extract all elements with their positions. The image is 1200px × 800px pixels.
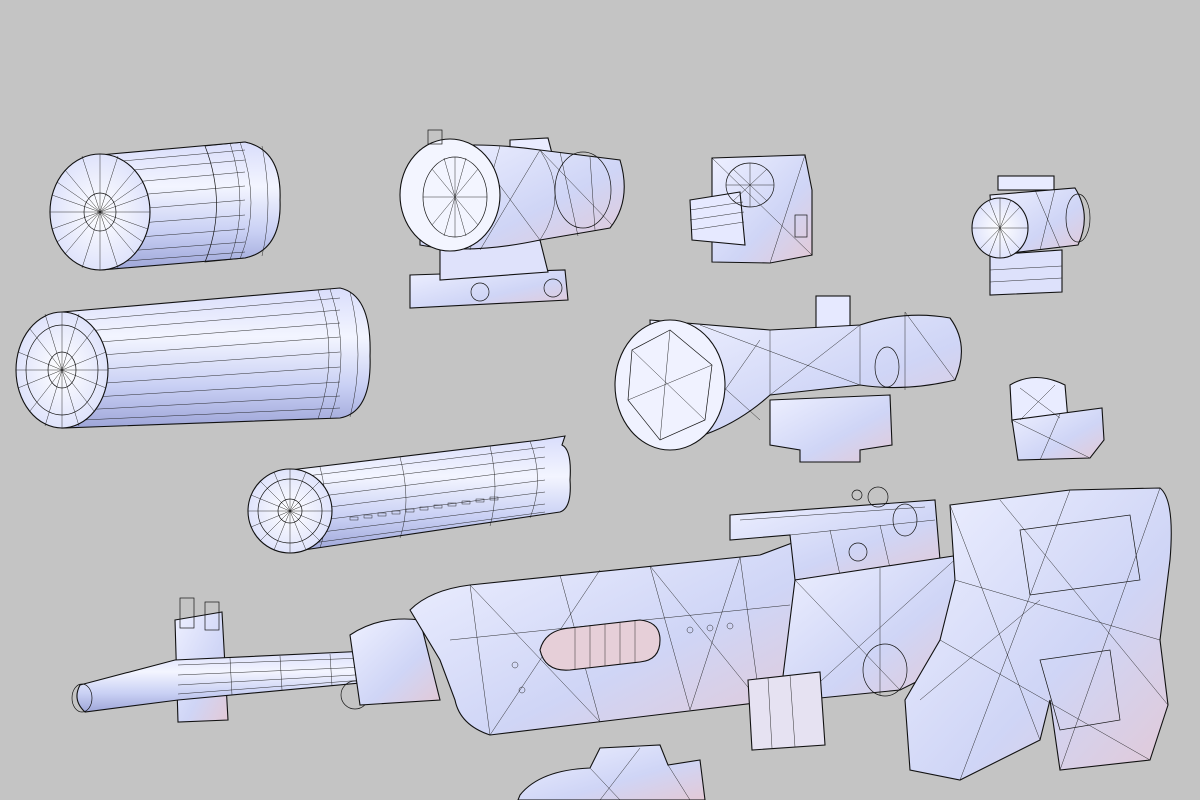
sniper-scope-icon <box>614 295 962 463</box>
red-dot-sight-icon <box>971 175 1091 296</box>
holographic-sight-icon <box>689 154 813 264</box>
reflex-sight-icon <box>1009 376 1105 461</box>
suppressor-long-icon <box>15 287 371 429</box>
prism-scope-icon <box>399 129 625 309</box>
suppressor-short-icon <box>49 141 281 271</box>
scope-partial-icon <box>517 744 706 800</box>
suppressor-vented-icon <box>247 435 571 554</box>
rifle-icon <box>71 486 1172 781</box>
